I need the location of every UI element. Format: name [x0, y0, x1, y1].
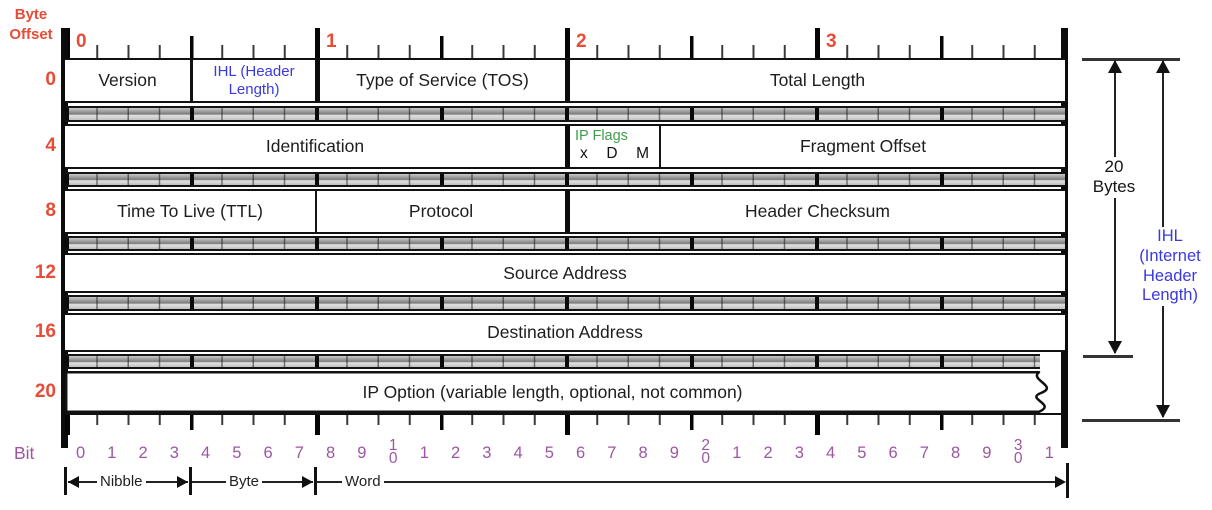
byte-label-1: 1	[326, 31, 337, 52]
field-identification: Identification	[265, 136, 365, 156]
scale-delimiter	[188, 467, 192, 495]
bit-number: 9	[982, 443, 992, 462]
twenty-bytes-label: 20 Bytes	[1084, 157, 1144, 198]
annotation-mid-line	[1083, 355, 1133, 358]
ihl-side-label: IHL (Internet Header Length)	[1128, 227, 1212, 307]
separator-strip	[65, 354, 1040, 369]
ip-flags-title: IP Flags	[575, 128, 628, 145]
arrowhead-right-icon	[177, 476, 188, 488]
field-protocol: Protocol	[315, 191, 565, 232]
header-row-0: Version IHL (Header Length) Type of Serv…	[65, 58, 1065, 103]
bit-number: 5	[857, 443, 867, 462]
bit-number-row: 0 1 2 3 4 5 6 7 8 9 1 0 1 2 3 4 5 6 7 8 9 2 0 1 2 3 4 5 6 7 8 9 3 0 1	[65, 433, 1065, 473]
flag-m: M	[636, 145, 649, 163]
bit-number: 1	[419, 443, 429, 462]
row-offset-12: 12	[34, 262, 56, 283]
header-row-4: Identification IP Flags x D M Fragment O…	[65, 124, 1065, 169]
byte-offset-label: Byte Offset	[9, 6, 53, 43]
bit-number: 3	[794, 443, 804, 462]
bit-number: 5	[544, 443, 554, 462]
field-ip-option-box	[65, 371, 1049, 413]
byte-label-3: 3	[826, 31, 837, 52]
arrowhead-left-icon	[68, 476, 79, 488]
bit-number: 3 0	[1013, 437, 1023, 467]
row-offset-4: 4	[45, 135, 56, 156]
field-tos: Type of Service (TOS)	[315, 60, 565, 101]
byte-label-0: 0	[76, 31, 87, 52]
bit-number: 7	[607, 443, 617, 462]
bit-number: 6	[263, 443, 273, 462]
bit-number: 2	[451, 443, 461, 462]
bit-number: 6	[576, 443, 586, 462]
field-total-length: Total Length	[565, 60, 1065, 101]
ip-flags-bits: x D M	[575, 145, 654, 164]
bit-number: 2 0	[701, 437, 710, 467]
arrowhead-down-icon	[1156, 405, 1170, 418]
bottom-ruler-ticks	[65, 413, 1065, 435]
bit-number: 9	[669, 443, 679, 462]
bit-number: 8	[951, 443, 961, 462]
nibble-label: Nibble	[97, 473, 146, 491]
byte-label-2: 2	[576, 31, 587, 52]
header-row-8: Time To Live (TTL) Protocol Header Check…	[65, 189, 1065, 234]
separator-strip	[65, 106, 1065, 122]
word-label: Word	[342, 473, 384, 491]
flag-d: D	[606, 145, 618, 163]
field-ip-option: IP Option (variable length, optional, no…	[362, 381, 743, 402]
bit-number: 1	[1044, 443, 1054, 462]
bit-number: 1	[107, 443, 117, 462]
bit-number: 8	[638, 443, 648, 462]
bit-caption: Bit	[14, 443, 35, 463]
row-offset-0: 0	[45, 69, 56, 90]
flag-x: x	[580, 145, 588, 163]
header-row-16: Destination Address	[65, 313, 1065, 352]
bit-number: 7	[294, 443, 304, 462]
field-version: Version	[98, 70, 157, 90]
bit-number: 1 0	[388, 437, 398, 467]
annotation-top-line	[1082, 58, 1180, 61]
bit-number: 3	[482, 443, 492, 462]
top-ruler-ticks	[65, 28, 1065, 58]
row-offset-16: 16	[34, 321, 56, 342]
bit-number: 3	[169, 443, 179, 462]
bit-number: 1	[732, 443, 742, 462]
separator-strip	[65, 172, 1065, 187]
arrowhead-up-icon	[1108, 60, 1122, 73]
header-row-12: Source Address	[65, 253, 1065, 293]
bit-number: 4	[201, 443, 211, 462]
separator-strip	[65, 295, 1065, 311]
field-ip-flags: IP Flags x D M	[565, 126, 659, 167]
byte-label: Byte	[226, 473, 263, 491]
field-header-checksum: Header Checksum	[565, 191, 1065, 232]
arrowhead-right-icon	[302, 476, 313, 488]
scale-delimiter	[313, 467, 317, 495]
twenty-bytes-arrow	[1114, 61, 1116, 353]
field-source-address: Source Address	[503, 262, 627, 283]
arrowhead-down-icon	[1108, 341, 1122, 354]
bit-number: 5	[232, 443, 242, 462]
bit-number: 0	[76, 443, 86, 462]
word-line	[316, 481, 1056, 484]
field-ihl: IHL (Header Length)	[190, 60, 315, 101]
bit-number: 6	[888, 443, 898, 462]
scale-delimiter-end	[1066, 463, 1069, 498]
arrowhead-right-icon	[1055, 476, 1066, 488]
bit-number: 2	[138, 443, 148, 462]
field-destination-address: Destination Address	[487, 322, 643, 342]
separator-strip	[65, 236, 1065, 251]
scale-delimiter	[63, 467, 67, 495]
bit-number: 4	[826, 443, 836, 462]
bit-number: 7	[919, 443, 929, 462]
field-fragment-offset: Fragment Offset	[659, 126, 1065, 167]
bit-number: 9	[357, 443, 367, 462]
bit-number: 4	[513, 443, 523, 462]
row-offset-20: 20	[34, 381, 56, 402]
row-offset-8: 8	[45, 200, 56, 221]
annotation-bottom-line	[1082, 419, 1180, 422]
bit-number: 2	[763, 443, 773, 462]
field-ttl: Time To Live (TTL)	[117, 201, 263, 221]
bit-number: 8	[326, 443, 336, 462]
arrowhead-up-icon	[1156, 60, 1170, 73]
grid-left-border	[61, 28, 68, 448]
